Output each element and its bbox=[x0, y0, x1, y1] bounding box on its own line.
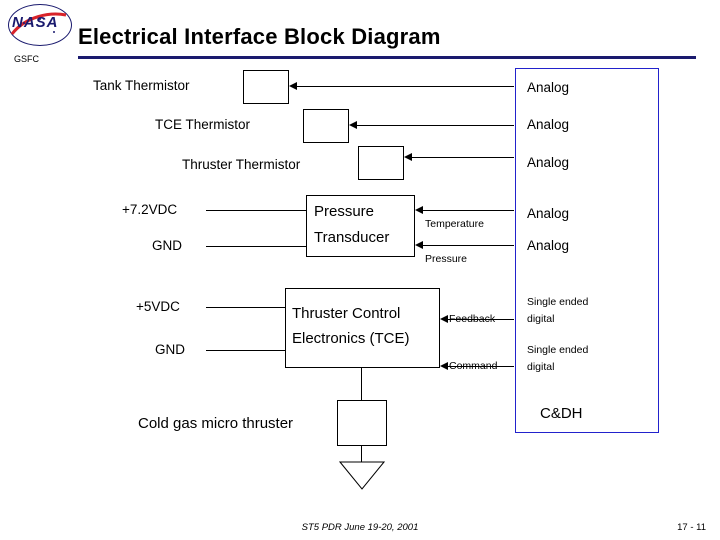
thruster-thermistor-signal-label: Analog bbox=[527, 155, 570, 170]
tank-thermistor-arrowhead bbox=[289, 82, 297, 90]
tank-thermistor-signal-label: Analog bbox=[527, 80, 570, 95]
tce-command-arrowhead bbox=[440, 362, 448, 370]
thruster-thermistor-label: Thruster Thermistor bbox=[182, 157, 301, 172]
tce-command-line bbox=[448, 366, 514, 367]
tce-power-label: +5VDC bbox=[136, 299, 180, 314]
footer-center-text: ST5 PDR June 19-20, 2001 bbox=[301, 522, 419, 533]
thruster-nozzle-icon bbox=[339, 461, 385, 490]
tce-ground-line bbox=[206, 350, 285, 351]
tce-command-signal-line2: digital bbox=[527, 361, 555, 373]
gsfc-label: GSFC bbox=[14, 54, 40, 64]
footer-page-number: 17 - 11 bbox=[677, 522, 706, 533]
tank-thermistor-label: Tank Thermistor bbox=[93, 78, 190, 93]
tce-label-line1: Thruster Control bbox=[292, 305, 401, 322]
tce-feedback-signal-line2: digital bbox=[527, 313, 555, 325]
pt-temperature-label: Temperature bbox=[425, 218, 484, 230]
thruster-thermistor-box bbox=[358, 146, 404, 180]
tce-feedback-line bbox=[448, 319, 514, 320]
tce-thermistor-arrowhead bbox=[349, 121, 357, 129]
pt-pressure-arrowhead bbox=[415, 241, 423, 249]
pt-pressure-signal-label: Analog bbox=[527, 238, 570, 253]
tce-thermistor-signal-line bbox=[357, 125, 514, 126]
tce-box bbox=[285, 288, 440, 368]
thruster-thermistor-arrowhead bbox=[404, 153, 412, 161]
pt-power-label: +7.2VDC bbox=[122, 202, 178, 217]
tce-command-label: Command bbox=[449, 360, 498, 372]
pt-pressure-line bbox=[423, 245, 514, 246]
thruster-label: Cold gas micro thruster bbox=[138, 415, 294, 432]
pressure-transducer-label-line1: Pressure bbox=[314, 203, 375, 220]
pt-power-line bbox=[206, 210, 306, 211]
tce-label-line2: Electronics (TCE) bbox=[292, 330, 410, 347]
tce-thermistor-label: TCE Thermistor bbox=[155, 117, 251, 132]
nasa-logo-ellipse bbox=[8, 4, 72, 46]
tank-thermistor-signal-line bbox=[297, 86, 514, 87]
thruster-thermistor-signal-line bbox=[412, 157, 514, 158]
thruster-nozzle-stem bbox=[361, 446, 362, 462]
pt-ground-line bbox=[206, 246, 306, 247]
pt-temperature-signal-label: Analog bbox=[527, 206, 570, 221]
tce-feedback-label: Feedback bbox=[449, 313, 496, 325]
cdh-label: C&DH bbox=[540, 405, 583, 422]
tank-thermistor-box bbox=[243, 70, 289, 104]
pressure-transducer-label-line2: Transducer bbox=[314, 229, 390, 246]
cdh-container-box bbox=[515, 68, 659, 433]
nasa-logo: NASA bbox=[8, 4, 72, 48]
tce-ground-label: GND bbox=[155, 342, 185, 357]
tce-feedback-signal-line1: Single ended bbox=[527, 296, 589, 308]
tce-thermistor-box bbox=[303, 109, 349, 143]
tce-power-line bbox=[206, 307, 285, 308]
thruster-box bbox=[337, 400, 387, 446]
pt-pressure-label: Pressure bbox=[425, 253, 468, 265]
tce-feedback-arrowhead bbox=[440, 315, 448, 323]
pt-ground-label: GND bbox=[152, 238, 182, 253]
tce-thruster-connector bbox=[361, 368, 362, 400]
pt-temperature-line bbox=[423, 210, 514, 211]
nasa-swoosh-icon bbox=[10, 12, 67, 35]
nasa-wordmark: NASA bbox=[12, 14, 59, 31]
pressure-transducer-box bbox=[306, 195, 415, 257]
page-title: Electrical Interface Block Diagram bbox=[78, 24, 441, 49]
title-underline bbox=[78, 56, 696, 59]
pt-temperature-arrowhead bbox=[415, 206, 423, 214]
tce-thermistor-signal-label: Analog bbox=[527, 117, 570, 132]
tce-command-signal-line1: Single ended bbox=[527, 344, 589, 356]
